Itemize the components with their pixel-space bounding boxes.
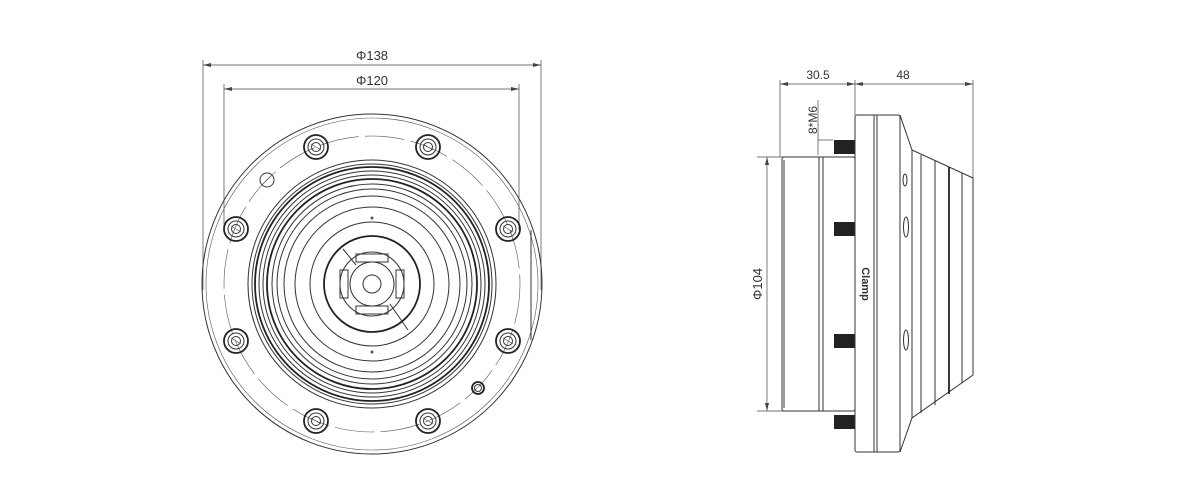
- dim-outer-diameter-label: Φ138: [356, 48, 388, 63]
- dimension-thread: 8*M6: [806, 100, 833, 155]
- concentric-rings: [201, 113, 543, 455]
- ring: [205, 117, 539, 451]
- bolt-hole: [495, 328, 521, 354]
- ring: [223, 135, 521, 433]
- side-bolt: [834, 140, 855, 154]
- dimension-flange-length: 48: [854, 68, 974, 178]
- bolt-hole: [415, 134, 441, 160]
- side-bolt: [834, 334, 855, 348]
- pin-hole: [259, 172, 275, 188]
- dim-flange-length-label: 48: [896, 68, 910, 82]
- dimension-cylinder-length: 30.5: [779, 68, 855, 157]
- ring: [247, 159, 497, 409]
- ring: [266, 178, 478, 390]
- bolt-hole: [223, 328, 249, 354]
- ring: [251, 163, 493, 405]
- ring: [294, 206, 450, 362]
- dimension-bolt-circle-diameter: Φ120: [223, 73, 520, 230]
- cylinder-body: [781, 156, 856, 412]
- dim-cylinder-length-label: 30.5: [806, 68, 830, 82]
- dim-cylinder-diameter-label: Φ104: [750, 268, 765, 300]
- side-bolt: [834, 222, 855, 236]
- dim-thread-label: 8*M6: [806, 106, 820, 134]
- clamp-label: Clamp: [859, 267, 871, 301]
- side-bolt: [834, 415, 855, 429]
- bolt-hole: [415, 408, 441, 434]
- plug-port: [471, 381, 485, 395]
- side-view: 30.5 48 8*M6 Φ104: [750, 68, 974, 453]
- bolt-hole: [303, 408, 329, 434]
- bolt-hole: [495, 216, 521, 242]
- dimension-cylinder-diameter: Φ104: [750, 156, 785, 412]
- ring: [262, 174, 482, 394]
- dim-bolt-diameter-label: Φ120: [356, 73, 388, 88]
- side-bolts: [834, 140, 855, 429]
- dimension-outer-diameter: Φ138: [202, 48, 542, 290]
- center-hub: [323, 216, 421, 354]
- ring: [283, 195, 461, 373]
- ring: [254, 166, 490, 402]
- ring: [258, 170, 486, 398]
- ring: [201, 113, 543, 455]
- bolt-holes: [223, 134, 521, 434]
- ring: [276, 188, 468, 380]
- front-view: Φ138 Φ120: [201, 48, 543, 455]
- bolt-hole: [223, 216, 249, 242]
- flange: Clamp: [854, 114, 974, 453]
- ring: [309, 221, 435, 347]
- bolt-hole: [303, 134, 329, 160]
- ring: [271, 183, 473, 385]
